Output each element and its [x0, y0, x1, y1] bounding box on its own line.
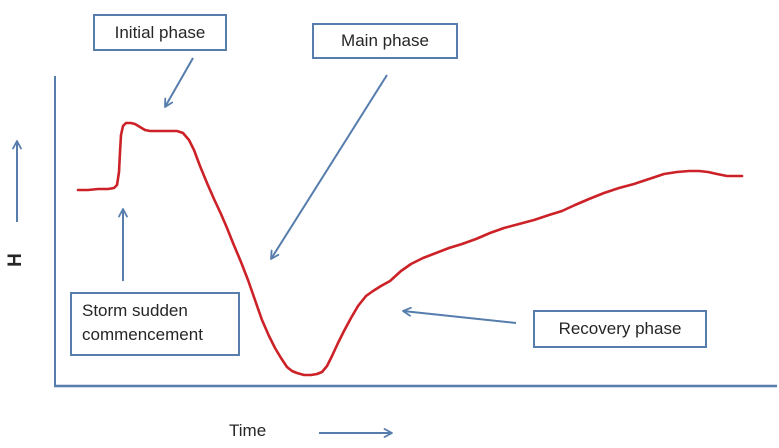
main-phase-label-box: Main phase [312, 23, 458, 59]
recovery-phase-label-box: Recovery phase [533, 310, 707, 348]
initial-phase-arrow-icon [164, 57, 194, 108]
recovery-phase-label: Recovery phase [558, 319, 682, 339]
storm-sudden-commencement-label: Storm sudden commencement [82, 301, 203, 344]
x-axis-label: Time [229, 421, 267, 440]
recovery-phase-arrow-icon [402, 306, 517, 324]
y-axis-label: H [5, 253, 26, 267]
storm-h-curve [76, 121, 744, 377]
main-phase-label: Main phase [341, 31, 429, 51]
storm-sudden-commencement-label-box: Storm sudden commencement [70, 292, 240, 356]
initial-phase-label-box: Initial phase [93, 14, 227, 51]
main-phase-arrow-icon [270, 74, 388, 260]
initial-phase-label: Initial phase [114, 22, 206, 42]
